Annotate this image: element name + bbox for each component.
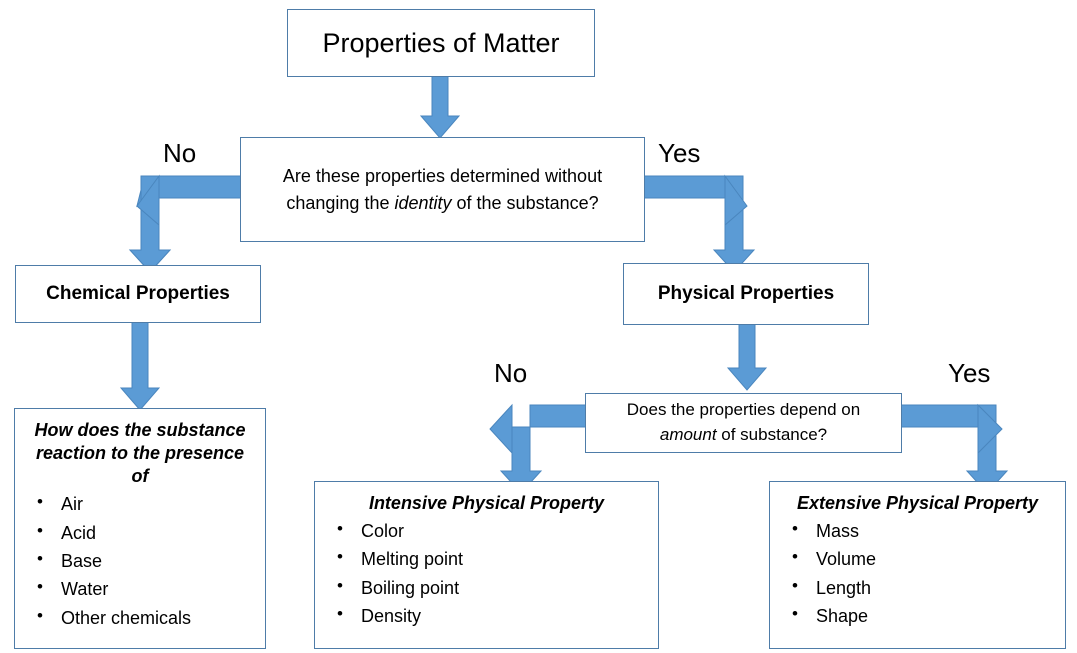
decision-amount-text-part1: Does the properties depend on: [626, 400, 861, 420]
arrow-chemical-to-detail: [119, 321, 161, 411]
list-item: Shape: [770, 601, 1065, 630]
list-item: Acid: [15, 518, 265, 547]
chemical-detail-list: Air Acid Base Water Other chemicals: [15, 489, 265, 632]
arrow-decision1-yes: [639, 174, 756, 273]
list-item: Melting point: [315, 544, 658, 573]
edge-label-decision2-yes: Yes: [948, 358, 991, 388]
list-item: Air: [15, 489, 265, 518]
list-item: Density: [315, 601, 658, 630]
node-chemical-properties-label: Chemical Properties: [46, 282, 230, 304]
node-extensive-heading: Extensive Physical Property: [796, 493, 1039, 513]
node-chemical-detail[interactable]: How does the substance reaction to the p…: [14, 408, 266, 649]
intensive-list: Color Melting point Boiling point Densit…: [315, 516, 658, 631]
decision-identity-emphasis: identity: [394, 192, 452, 213]
decision-amount-text-part2: of substance?: [716, 425, 828, 444]
node-chemical-properties[interactable]: Chemical Properties: [15, 265, 261, 323]
arrow-decision1-no: [128, 174, 245, 273]
list-item: Water: [15, 574, 265, 603]
decision-amount-emphasis: amount: [659, 425, 717, 444]
extensive-list: Mass Volume Length Shape: [770, 516, 1065, 631]
edge-label-decision2-no: No: [494, 358, 528, 388]
node-chemical-detail-heading: How does the substance reaction to the p…: [34, 420, 246, 487]
node-intensive-heading: Intensive Physical Property: [368, 493, 605, 513]
node-physical-properties-label: Physical Properties: [657, 282, 835, 304]
node-decision-amount[interactable]: Does the properties depend on amount of …: [585, 393, 902, 453]
arrow-decision2-no: [489, 403, 596, 494]
list-item: Volume: [770, 544, 1065, 573]
list-item: Color: [315, 516, 658, 545]
node-properties-of-matter-label: Properties of Matter: [322, 27, 560, 58]
node-decision-amount-text: Does the properties depend on amount of …: [586, 398, 901, 447]
list-item: Length: [770, 573, 1065, 602]
edge-label-decision1-yes: Yes: [658, 138, 701, 168]
arrow-physical-to-decision2: [726, 323, 768, 391]
decision-identity-text-part2: of the substance?: [451, 192, 599, 213]
list-item: Boiling point: [315, 573, 658, 602]
arrow-root-to-decision1: [419, 71, 461, 139]
list-item: Base: [15, 546, 265, 575]
decision-identity-text-part1: Are these properties determined without …: [282, 166, 603, 213]
arrow-decision2-yes: [894, 403, 1009, 494]
node-physical-properties[interactable]: Physical Properties: [623, 263, 869, 325]
node-properties-of-matter[interactable]: Properties of Matter: [287, 9, 595, 77]
list-item: Other chemicals: [15, 603, 265, 632]
node-decision-identity[interactable]: Are these properties determined without …: [240, 137, 645, 242]
node-extensive-physical-property[interactable]: Extensive Physical Property Mass Volume …: [769, 481, 1066, 649]
list-item: Mass: [770, 516, 1065, 545]
node-intensive-physical-property[interactable]: Intensive Physical Property Color Meltin…: [314, 481, 659, 649]
node-decision-identity-text: Are these properties determined without …: [241, 163, 644, 215]
edge-label-decision1-no: No: [163, 138, 197, 168]
